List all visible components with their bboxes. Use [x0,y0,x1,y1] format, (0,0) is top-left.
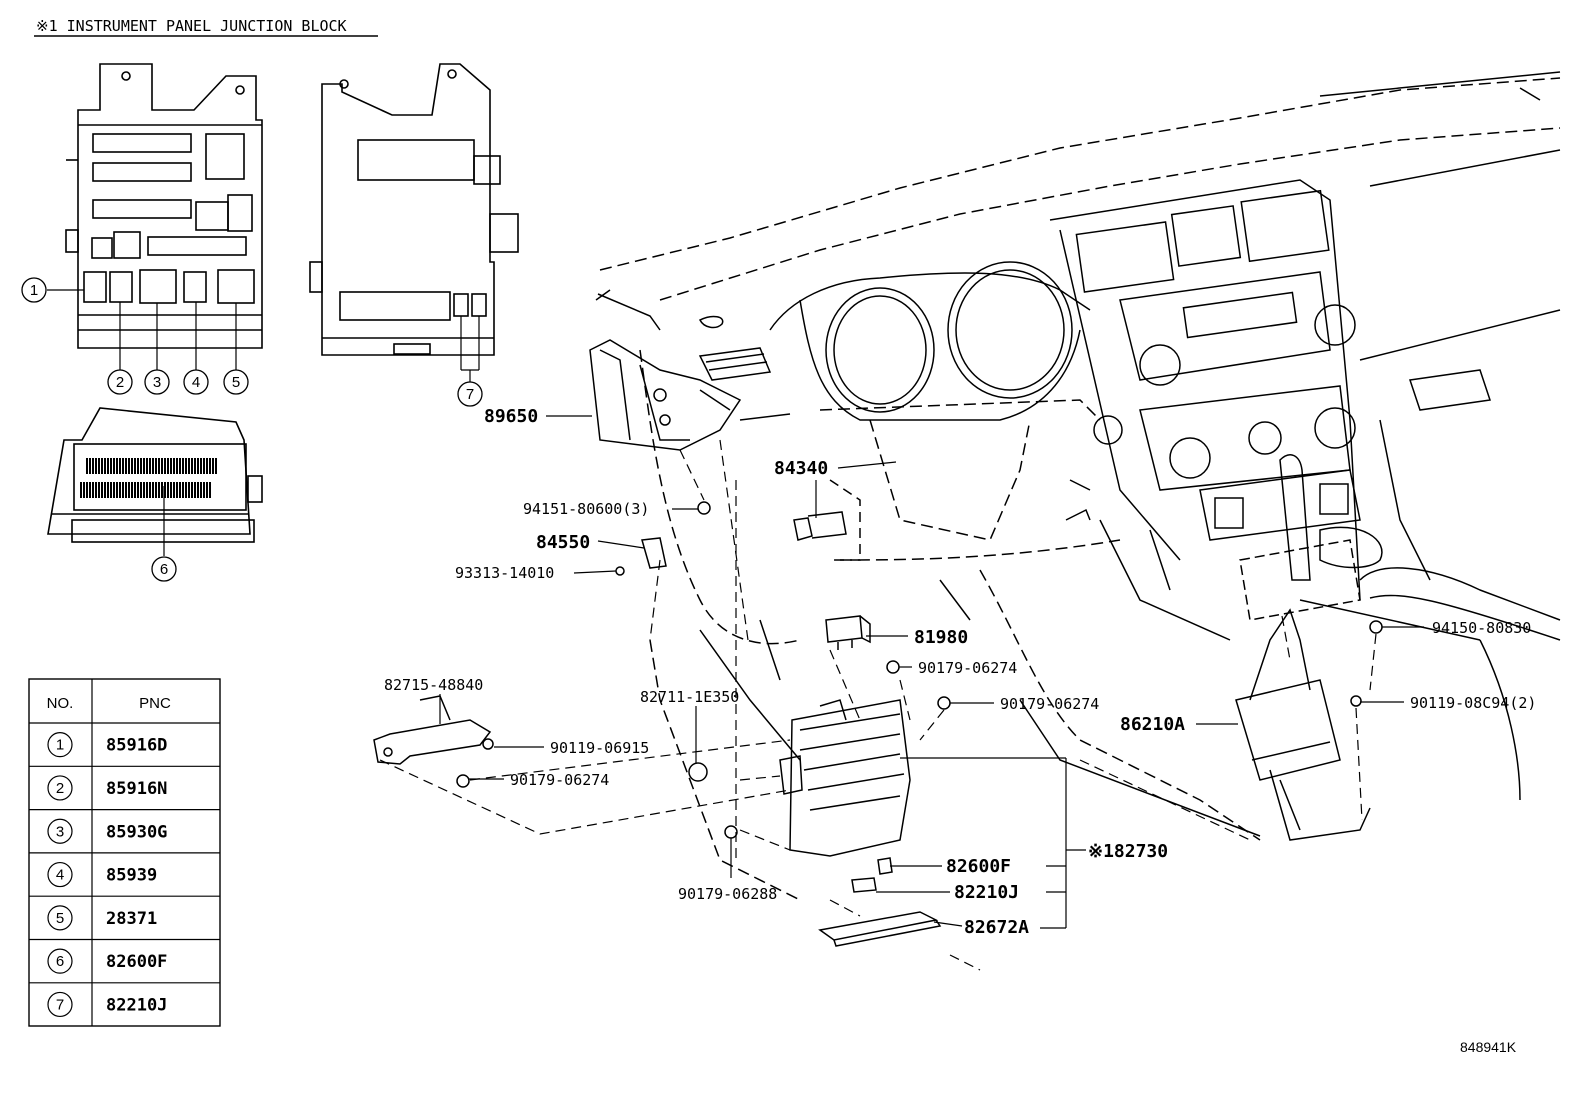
svg-text:5: 5 [232,374,240,391]
junction-block-front-view [65,63,263,349]
table-row-pnc: 82600F [106,952,167,972]
svg-text:6: 6 [160,561,168,578]
table-row-no: 1 [56,737,64,754]
label-90119-06915: 90119-06915 [550,739,649,757]
label-90179-06274-c: 90179-06274 [510,771,609,789]
svg-text:3: 3 [153,374,161,391]
label-84340: 84340 [774,458,828,479]
table-row: 1 85916D [47,732,167,758]
table-row-no: 6 [56,953,64,970]
label-82715-48840: 82715-48840 [384,676,483,694]
table-row: 3 85930G [47,818,167,844]
front-view-leaders [47,289,237,370]
table-row: 5 28371 [47,905,157,931]
table-row: 4 85939 [47,861,157,888]
callout-6: 6 [151,556,177,582]
table-row-pnc: 28371 [106,909,157,929]
svg-text:4: 4 [192,374,200,391]
installation-guide-lines [379,439,1377,971]
table-row: 7 82210J [47,991,167,1018]
table-row-no: 2 [56,780,64,797]
table-row-number-circle [47,732,73,758]
table-row-number-circle [47,861,73,888]
table-header-pnc: PNC [139,695,171,712]
svg-text:2: 2 [116,374,124,391]
side-view-leaders [460,316,480,382]
reference-code: 848941K [1460,1039,1517,1055]
label-90179-06288: 90179-06288 [678,885,777,903]
instrument-panel-drawing [595,71,1561,901]
part-drawings [373,339,1383,947]
label-81980: 81980 [914,627,968,648]
label-94150-80830: 94150-80830 [1432,619,1531,637]
table-row-no: 3 [56,823,64,840]
junction-block-side-view [309,63,519,356]
table-row-pnc: 85930G [106,822,167,842]
label-82672A: 82672A [964,917,1029,938]
label-90179-06274-a: 90179-06274 [918,659,1017,677]
callout-1: 1 [21,277,47,303]
callout-2: 2 [107,369,133,395]
label-89650: 89650 [484,406,538,427]
pnc-table: NO. PNC 1 85916D 2 85916N 3 85930G 4 85939 5 2837… [28,678,221,1027]
callout-4: 4 [183,369,209,395]
label-90179-06274-b: 90179-06274 [1000,695,1099,713]
table-row-pnc: 82210J [106,995,167,1015]
connector-terminals [80,458,217,498]
label-93313-14010: 93313-14010 [455,564,554,582]
table-row-no: 4 [56,867,64,884]
label-86210A: 86210A [1120,714,1185,735]
label-82711-1E350: 82711-1E350 [640,688,739,706]
table-row-number-circle [47,775,73,801]
label-82210J: 82210J [954,882,1019,903]
label-leader-lines [439,415,1424,929]
label-84550: 84550 [536,532,590,553]
table-row-pnc: 85916D [106,736,167,756]
callout-5: 5 [223,369,249,395]
table-row-number-circle [47,905,73,931]
table-row-no: 5 [56,910,64,927]
junction-block-bottom-view [47,407,263,543]
svg-text:1: 1 [30,282,38,299]
table-row-pnc: 85916N [106,779,167,799]
label-82600F: 82600F [946,856,1011,877]
table-row-pnc: 85939 [106,866,157,886]
label-90119-08C94: 90119-08C94(2) [1410,694,1536,712]
table-row: 2 85916N [47,775,167,801]
table-row-number-circle [47,948,73,974]
table-row-number-circle [47,818,73,844]
table-header-no: NO. [47,695,74,712]
label-182730: ※182730 [1088,841,1168,862]
svg-text:7: 7 [466,386,474,403]
table-row: 6 82600F [47,948,167,974]
label-94151-80600: 94151-80600(3) [523,500,649,518]
table-row-no: 7 [56,996,64,1013]
table-row-number-circle [47,991,73,1018]
callout-3: 3 [144,369,170,395]
diagram-title: ※1 INSTRUMENT PANEL JUNCTION BLOCK [36,17,347,35]
callout-7: 7 [457,381,483,407]
